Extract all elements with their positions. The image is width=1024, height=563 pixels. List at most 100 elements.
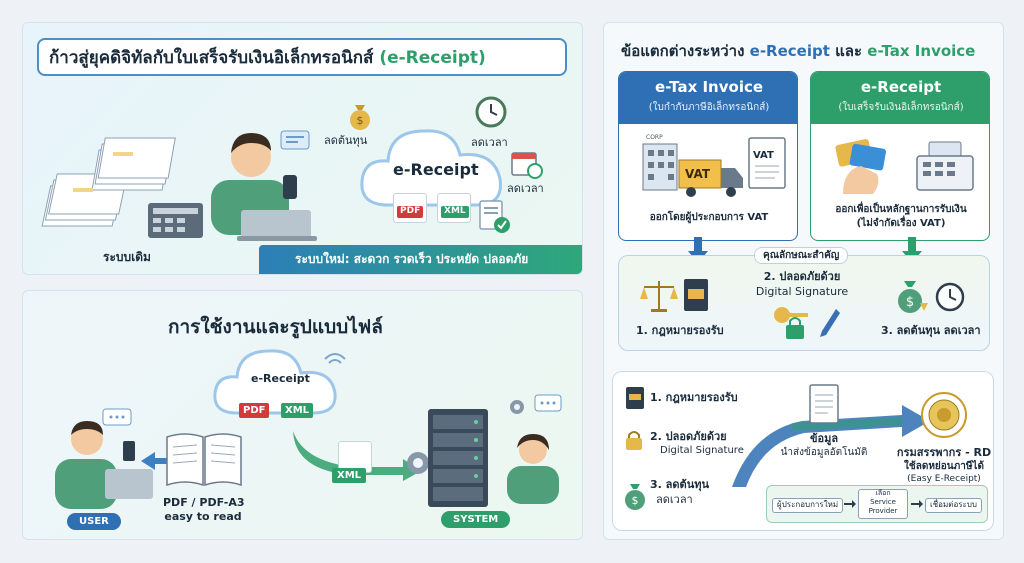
scales-icon bbox=[640, 281, 678, 312]
step-2-line-3: Provider bbox=[868, 507, 898, 515]
money-bag-icon: $ bbox=[625, 484, 645, 510]
panel3-title-prefix: ข้อแตกต่างระหว่าง bbox=[621, 42, 745, 60]
panel-usage-formats: การใช้งานและรูปแบบไฟล์ e-Receipt PDF XML… bbox=[22, 290, 583, 540]
person-with-laptop-icon bbox=[211, 133, 317, 241]
ereceipt-card: e-Receipt (ใบเสร็จรับเงินอิเล็กทรอนิกส์)… bbox=[810, 71, 990, 241]
gear-icon bbox=[510, 400, 524, 414]
panel2-xml-label: XML bbox=[281, 403, 314, 418]
svg-text:$: $ bbox=[357, 114, 364, 127]
flow-3-line-2: ลดเวลา bbox=[656, 493, 693, 506]
cloud-label: e-Receipt bbox=[393, 160, 479, 179]
etax-card-header bbox=[619, 72, 797, 124]
arrow-to-user-icon bbox=[141, 452, 191, 470]
etax-vat-truck: VAT bbox=[685, 167, 711, 181]
feature-2-line-1: 2. ปลอดภัยด้วย bbox=[763, 270, 841, 283]
server-rack-icon bbox=[428, 409, 488, 507]
etax-caption: ออกโดยผู้ประกอบการ VAT bbox=[649, 212, 769, 223]
step-2-box bbox=[858, 489, 908, 519]
panel1-title-main: ก้าวสู่ยุคดิจิทัลกับใบเสร็จรับเงินอิเล็ก… bbox=[49, 48, 374, 68]
panel1-title-paren: (e-Receipt) bbox=[379, 48, 486, 68]
arrow-right-icon bbox=[911, 500, 923, 508]
etax-corp: CORP bbox=[646, 134, 663, 141]
panel3-title: ข้อแตกต่างระหว่าง e-Receipt และ e-Tax In… bbox=[621, 43, 975, 60]
arrow-right-icon bbox=[844, 500, 856, 508]
panel3-title-ereceipt: e-Receipt bbox=[749, 42, 830, 60]
ereceipt-caption-1: ออกเพื่อเป็นหลักฐานการรับเงิน bbox=[835, 204, 967, 215]
arrow-to-system-icon bbox=[293, 431, 421, 481]
pdf-label: PDF bbox=[397, 206, 424, 218]
step-3: เชื่อมต่อระบบ bbox=[925, 498, 982, 513]
wifi-icon bbox=[324, 353, 346, 364]
pdf-badge: PDF bbox=[393, 193, 427, 223]
key-lock-icon bbox=[774, 307, 808, 339]
clock-icon bbox=[935, 282, 965, 312]
panel2-title: การใช้งานและรูปแบบไฟล์ bbox=[168, 316, 383, 338]
panel2-pdf-label: PDF bbox=[239, 403, 270, 418]
rd-line-1: กรมสรรพากร - RD bbox=[896, 446, 992, 459]
ereceipt-sub: (ใบเสร็จรับเงินอิเล็กทรอนิกส์) bbox=[838, 102, 964, 113]
cloud-icon bbox=[213, 349, 337, 415]
ereceipt-header: e-Receipt bbox=[860, 78, 942, 96]
cost-label: ลดต้นทุน bbox=[324, 134, 368, 147]
money-bag-down-icon: $ bbox=[898, 281, 928, 313]
xml-badge: XML bbox=[437, 193, 471, 223]
doc-line-2: นำส่งข้อมูลอัตโนมัติ bbox=[780, 447, 868, 458]
step-2-line-1: เลือก bbox=[875, 489, 891, 497]
time-label-1: ลดเวลา bbox=[471, 136, 508, 149]
cloud-icon bbox=[360, 129, 502, 207]
panel3-title-etax: e-Tax Invoice bbox=[867, 42, 976, 60]
user-with-laptop-icon bbox=[55, 421, 153, 509]
flow-2-line-2: Digital Signature bbox=[660, 445, 744, 456]
etax-sub: (ใบกำกับภาษีอิเล็กทรอนิกส์) bbox=[648, 102, 770, 113]
step-2-line-2: Service bbox=[870, 498, 896, 506]
pen-icon bbox=[820, 309, 840, 337]
cash-register-icon bbox=[916, 141, 974, 191]
flow-2-line-1: 2. ปลอดภัยด้วย bbox=[650, 430, 727, 443]
panel1-title-box bbox=[37, 38, 567, 76]
revenue-department-seal-icon bbox=[921, 392, 967, 438]
law-book-icon bbox=[626, 387, 644, 409]
panel-digital-era: ก้าวสู่ยุคดิจิทัลกับใบเสร็จรับเงินอิเล็ก… bbox=[22, 22, 583, 275]
system-badge: SYSTEM bbox=[441, 511, 511, 528]
etax-vat-doc: VAT bbox=[753, 150, 774, 161]
chat-bubble-icon bbox=[280, 130, 310, 150]
card-payment-icon bbox=[835, 139, 886, 194]
panel3-title-and: และ bbox=[835, 42, 863, 60]
lock-icon bbox=[626, 431, 642, 450]
rd-line-3: (Easy E-Receipt) bbox=[907, 474, 981, 484]
etax-header: e-Tax Invoice bbox=[654, 78, 764, 96]
time-label-2: ลดเวลา bbox=[507, 182, 544, 195]
money-bag-icon: $ bbox=[350, 105, 370, 130]
xml-arrow-label: XML bbox=[332, 468, 367, 483]
ereceipt-caption-2: (ไม่จำกัดเรื่อง VAT) bbox=[856, 218, 946, 229]
etax-card: e-Tax Invoice (ใบกำกับภาษีอิเล็กทรอนิกส์… bbox=[618, 71, 798, 241]
building-icon bbox=[642, 143, 678, 191]
calendar-clock-icon bbox=[511, 152, 543, 179]
feature-2-line-2: Digital Signature bbox=[755, 285, 849, 298]
flow-3-line-1: 3. ลดต้นทุน bbox=[650, 478, 709, 491]
ereceipt-card-header bbox=[811, 72, 989, 124]
paper-stack-icon bbox=[41, 137, 203, 238]
data-document-icon bbox=[809, 384, 839, 424]
gear-icon bbox=[407, 452, 429, 474]
user-badge: USER bbox=[67, 513, 121, 530]
panel1-title: ก้าวสู่ยุคดิจิทัลกับใบเสร็จรับเงินอิเล็ก… bbox=[49, 49, 486, 68]
new-system-banner: ระบบใหม่: สะดวก รวดเร็ว ประหยัด ปลอดภัย bbox=[259, 245, 582, 274]
open-book-icon bbox=[166, 433, 242, 487]
law-book-icon bbox=[684, 279, 708, 311]
document-check-icon bbox=[479, 200, 510, 233]
truck-icon bbox=[678, 159, 743, 197]
svg-text:$: $ bbox=[906, 295, 914, 310]
chat-bubble-icon bbox=[102, 408, 132, 426]
format-line-1: PDF / PDF-A3 bbox=[163, 496, 245, 509]
doc-line-1: ข้อมูล bbox=[809, 432, 839, 445]
feature-1: 1. กฎหมายรองรับ bbox=[636, 324, 724, 337]
step-1: ผู้ประกอบการใหม่ bbox=[772, 498, 844, 513]
rd-line-2: ใช้ลดหย่อนภาษีได้ bbox=[904, 461, 984, 472]
vat-document-icon bbox=[748, 137, 786, 189]
clock-icon bbox=[475, 96, 507, 128]
chat-bubble-icon bbox=[534, 394, 562, 412]
flow-1: 1. กฎหมายรองรับ bbox=[650, 391, 738, 404]
panel-comparison: ข้อแตกต่างระหว่าง e-Receipt และ e-Tax In… bbox=[603, 22, 1004, 540]
format-line-2: easy to read bbox=[164, 510, 242, 523]
